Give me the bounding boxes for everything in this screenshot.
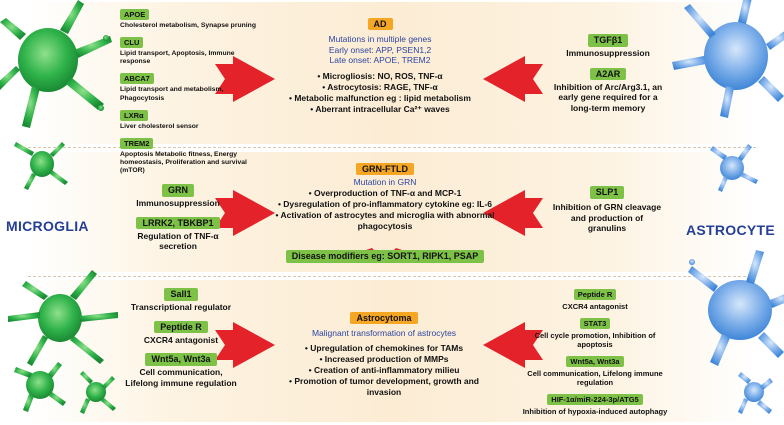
grn-microglia-genes: GRN Immunosuppression LRRK2, TBKBP1 Regu…	[120, 180, 236, 252]
microglia-cell	[14, 142, 68, 190]
microglia-cell	[14, 362, 66, 412]
gene-tag: TREM2	[120, 137, 154, 149]
gene-tag: A2AR	[589, 67, 627, 81]
gene-tag: LRRK2, TBKBP1	[136, 216, 220, 230]
gene-description: Apoptosis Metabolic fitness, Energy home…	[120, 150, 247, 175]
astrocyte-cell	[688, 250, 784, 366]
ad-center-panel: AD Mutations in multiple genes Early ons…	[286, 14, 474, 115]
astrocytoma-subtitle: Malignant transformation of astrocytes	[311, 328, 457, 338]
gene-tag: STAT3	[579, 318, 611, 329]
gene-description: Regulation of TNF-α secretion	[137, 230, 219, 252]
ad-bullet: Astrocytosis: RAGE, TNF-α	[286, 82, 474, 93]
gene-description: Cell communication, Lifelong immune regu…	[527, 369, 663, 387]
gene-description: Cell communication, Lifelong immune regu…	[125, 367, 237, 388]
astrocyte-cell	[672, 0, 784, 118]
gene-description: Inhibition of GRN cleavage and productio…	[552, 202, 662, 234]
ad-bullet: Microgliosis: NO, ROS, TNF-α	[286, 71, 474, 82]
microglia-cells-illustration	[0, 0, 118, 414]
divider	[28, 147, 756, 148]
astrocyte-cell	[738, 372, 773, 414]
astrocytoma-microglia-genes: Sall1 Transcriptional regulator Peptide …	[124, 284, 238, 389]
astrocytoma-bullet: Upregulation of chemokines for TAMs	[284, 343, 484, 354]
arrow-left-icon	[483, 322, 543, 368]
gene-description: Liver cholesterol sensor	[120, 122, 199, 130]
arrow-left-icon	[483, 56, 543, 102]
astrocytoma-bullet: Increased production of MMPs	[284, 354, 484, 365]
gene-tag: Sall1	[164, 288, 198, 301]
gene-description: Inhibition of Arc/Arg3.1, an early gene …	[553, 81, 663, 113]
arrow-right-icon	[215, 56, 275, 102]
arrow-right-icon	[215, 322, 275, 368]
gene-tag: LXRα	[120, 109, 148, 121]
ad-subtitle-line: Mutations in multiple genes	[328, 34, 432, 44]
astrocytoma-center-panel: Astrocytoma Malignant transformation of …	[284, 308, 484, 398]
gene-description: Transcriptional regulator	[130, 302, 232, 312]
grn-bullet: Dysregulation of pro-inflammatory cytoki…	[270, 199, 500, 210]
microglia-cell	[8, 270, 118, 366]
ad-bullet: Metabolic malfunction eg : lipid metabol…	[286, 93, 474, 104]
microglia-label: MICROGLIA	[6, 218, 89, 234]
gene-tag: HIF-1α/miR-224-3p/ATG5	[547, 394, 643, 405]
gene-tag: Peptide R	[573, 289, 617, 300]
grn-subtitle: Mutation in GRN	[353, 177, 417, 187]
astrocytoma-bullet: Promotion of tumor development, growth a…	[284, 376, 484, 398]
gene-description: Immunosuppression	[566, 48, 650, 58]
astrocytoma-title: Astrocytoma	[350, 312, 418, 324]
astrocyte-fragment	[689, 259, 695, 265]
gene-description: Immunosuppression	[136, 198, 220, 208]
arrow-right-icon	[215, 190, 275, 236]
disease-modifiers-tag: Disease modifiers eg: SORT1, RIPK1, PSAP	[285, 249, 485, 263]
gene-tag: SLP1	[589, 186, 625, 199]
astrocyte-label: ASTROCYTE	[686, 222, 776, 238]
gene-tag: ABCA7	[120, 73, 154, 85]
grn-bullet: Activation of astrocytes and microglia w…	[270, 210, 500, 232]
arrow-left-icon	[483, 190, 543, 236]
gene-tag: Wnt5a, Wnt3a	[145, 353, 217, 367]
gene-tag: APOE	[120, 9, 150, 20]
grn-bullet: Overproduction of TNF-α and MCP-1	[270, 188, 500, 199]
gene-tag: GRN	[162, 184, 194, 197]
grn-title: GRN-FTLD	[356, 163, 414, 175]
ad-title: AD	[367, 18, 393, 30]
ad-astrocyte-genes: TGFβ1 Immunosuppression A2AR Inhibition …	[548, 30, 668, 114]
astrocytoma-bullet: Creation of anti-inflammatory milieu	[284, 365, 484, 376]
ad-microglia-genes: APOE Cholesterol metabolism, Synapse pru…	[120, 4, 280, 175]
astrocyte-cells-illustration	[672, 0, 784, 414]
gene-description: Lipid transport and metabolism, Phagocyt…	[120, 86, 224, 102]
ad-bullet: Aberrant intracellular Ca²⁺ waves	[286, 104, 474, 115]
gene-tag: Wnt5a, Wnt3a	[566, 356, 624, 367]
astrocytoma-astrocyte-genes: Peptide R CXCR4 antagonist STAT3 Cell cy…	[518, 284, 672, 416]
gene-description: CXCR4 antagonist	[562, 302, 628, 311]
divider	[28, 276, 756, 277]
gene-description: Lipid transport, Apoptosis, Immune respo…	[120, 50, 235, 66]
microglia-cell	[80, 371, 116, 414]
grn-center-panel: GRN-FTLD Mutation in GRN Overproduction …	[270, 159, 500, 264]
grn-astrocyte-genes: SLP1 Inhibition of GRN cleavage and prod…	[552, 182, 662, 234]
ad-subtitle-line: Late onset: APOE, TREM2	[329, 55, 431, 66]
ad-subtitle-line: Early onset: APP, PSEN1,2	[328, 44, 432, 55]
gene-description: Cholesterol metabolism, Synapse pruning	[120, 22, 256, 29]
gene-description: Inhibition of hypoxia-induced autophagy	[522, 407, 668, 416]
gene-tag: CLU	[120, 37, 144, 49]
gene-description: CXCR4 antagonist	[143, 334, 219, 345]
gene-tag: TGFβ1	[587, 34, 629, 47]
gene-description: Cell cycle promotion, Inhibition of apop…	[534, 331, 656, 349]
microglia-cell	[0, 0, 112, 128]
astrocyte-cell	[710, 144, 758, 192]
gene-tag: Peptide R	[154, 320, 208, 334]
